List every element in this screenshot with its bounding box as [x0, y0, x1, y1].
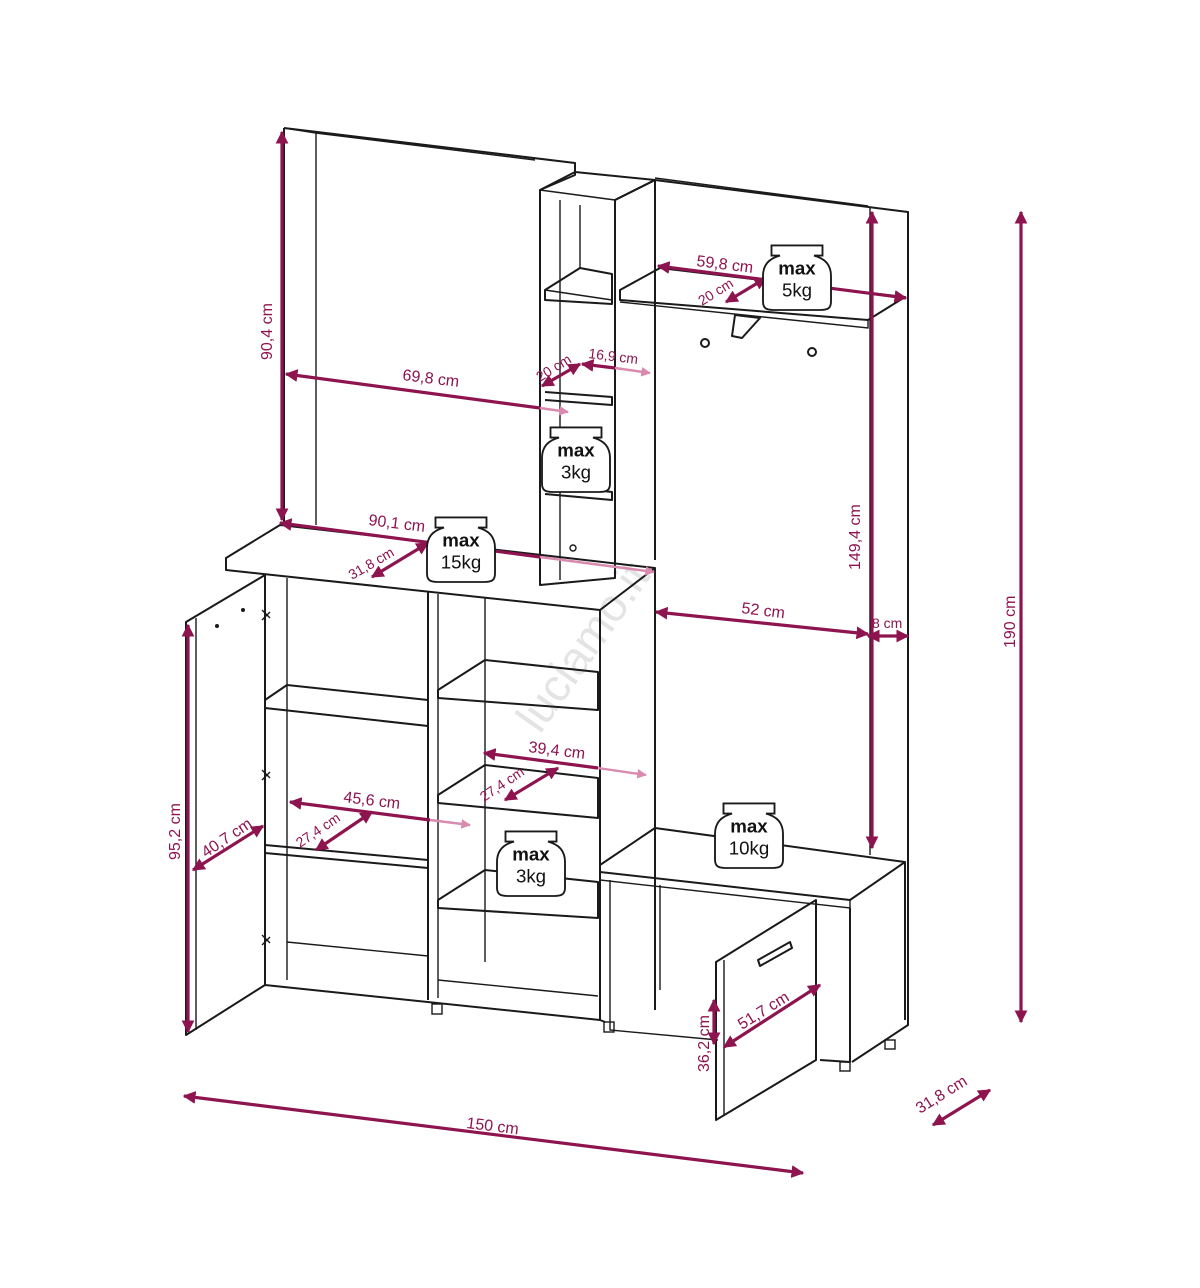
svg-text:5kg: 5kg — [782, 279, 812, 300]
svg-text:max: max — [778, 257, 816, 278]
label-total-height: 190 cm — [1002, 596, 1019, 648]
weight-bench: max 10kg — [714, 802, 784, 869]
label-hat-shelf-width: 59,8 cm — [696, 253, 755, 277]
label-side-thickness: 8 cm — [872, 615, 902, 631]
label-cabinet-top-width: 90,1 cm — [368, 512, 427, 536]
label-hat-shelf-depth: 20 cm — [695, 275, 736, 309]
label-flap-height: 36,2 cm — [696, 1015, 713, 1072]
weight-tower-shelf: max 3kg — [541, 426, 611, 493]
label-mirror-height: 90,4 cm — [259, 303, 276, 360]
label-total-depth: 31,8 cm — [913, 1073, 970, 1118]
label-middle-shelf-depth: 27,4 cm — [477, 763, 527, 804]
svg-text:3kg: 3kg — [561, 461, 591, 482]
weight-middle-shelf: max 3kg — [496, 830, 566, 897]
weight-cabinet-top: max 15kg — [426, 516, 496, 583]
svg-text:max: max — [512, 843, 550, 864]
label-tower-width: 16,9 cm — [588, 345, 639, 367]
mirror-panel — [283, 127, 576, 525]
svg-text:max: max — [730, 815, 768, 836]
svg-text:3kg: 3kg — [516, 865, 546, 886]
label-cabinet-top-depth: 31,8 cm — [346, 544, 397, 583]
label-flap-width: 51,7 cm — [735, 989, 792, 1034]
weight-hat-shelf: max 5kg — [762, 244, 832, 311]
label-middle-shelf-width: 39,4 cm — [528, 739, 587, 763]
coat-panel — [619, 177, 909, 1063]
label-cabinet-height: 95,2 cm — [167, 803, 184, 860]
label-door-width: 40,7 cm — [199, 815, 256, 861]
svg-text:max: max — [442, 529, 480, 550]
bench — [599, 827, 906, 1121]
label-mirror-width: 69,8 cm — [402, 367, 461, 391]
label-coat-width: 52 cm — [741, 600, 786, 622]
svg-text:15kg: 15kg — [441, 551, 482, 572]
dimension-lines — [181, 130, 1028, 1178]
main-cabinet — [185, 524, 656, 1036]
watermark: luciamo.it — [506, 552, 660, 741]
label-left-shelf-depth: 27,4 cm — [293, 809, 343, 850]
svg-text:max: max — [557, 439, 595, 460]
svg-text:10kg: 10kg — [729, 837, 770, 858]
label-total-width: 150 cm — [466, 1115, 520, 1138]
label-coat-height: 149,4 cm — [847, 504, 864, 570]
label-left-shelf-width: 45,6 cm — [343, 789, 402, 813]
dimension-labels: 190 cm 150 cm 31,8 cm 90,4 cm 69,8 cm 90… — [167, 253, 1019, 1138]
